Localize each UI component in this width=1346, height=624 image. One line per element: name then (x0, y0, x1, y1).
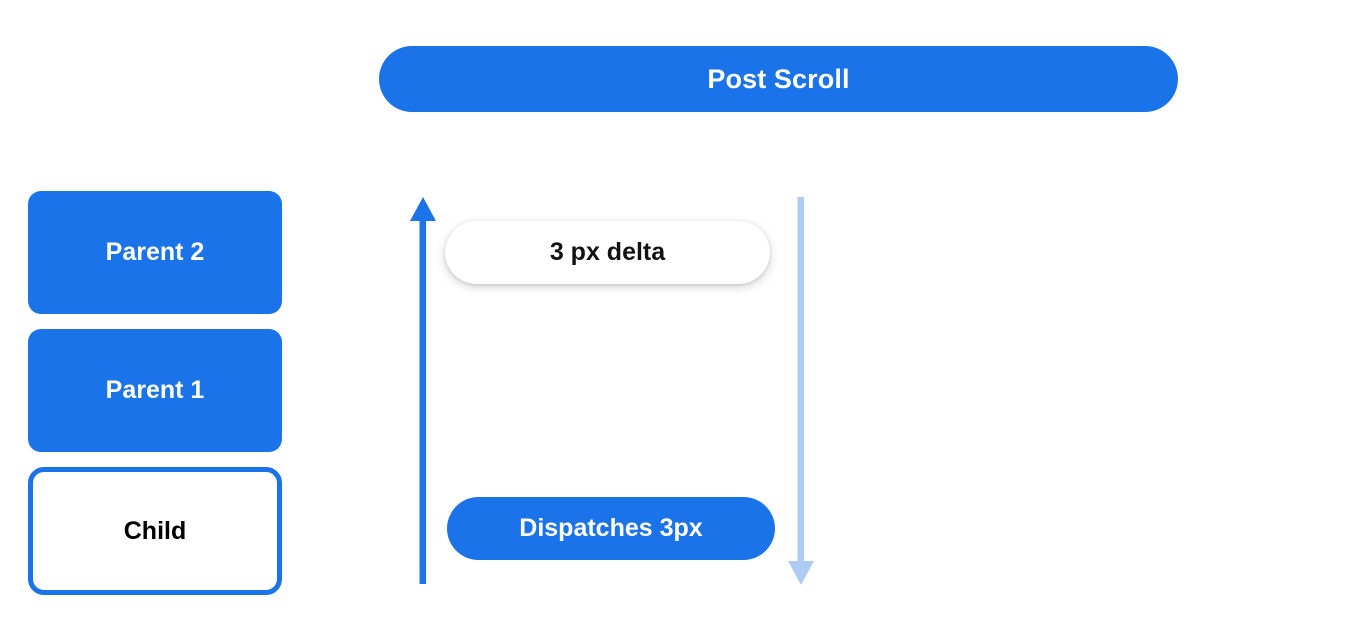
node-child-label: Child (123, 516, 187, 545)
node-parent-2[interactable]: Parent 2 (28, 191, 282, 314)
node-parent-1[interactable]: Parent 1 (28, 329, 282, 452)
bubble-up-arrow-icon (410, 197, 436, 584)
dispatch-down-arrow (786, 195, 816, 592)
bubble-up-arrow (408, 195, 438, 592)
dispatch-callout-pill[interactable]: Dispatches 3px (447, 497, 775, 560)
node-child[interactable]: Child (28, 467, 282, 595)
node-parent-2-label: Parent 2 (105, 238, 205, 266)
delta-callout-label: 3 px delta (549, 238, 666, 266)
dispatch-down-arrow-icon (788, 197, 814, 585)
page-title: Post Scroll (707, 63, 850, 94)
node-parent-1-label: Parent 1 (105, 376, 205, 404)
delta-callout-pill[interactable]: 3 px delta (445, 221, 770, 284)
dispatch-callout-label: Dispatches 3px (519, 514, 703, 542)
post-scroll-header-banner: Post Scroll (379, 46, 1178, 112)
view-hierarchy-stack: Parent 2 Parent 1 Child (28, 191, 282, 595)
